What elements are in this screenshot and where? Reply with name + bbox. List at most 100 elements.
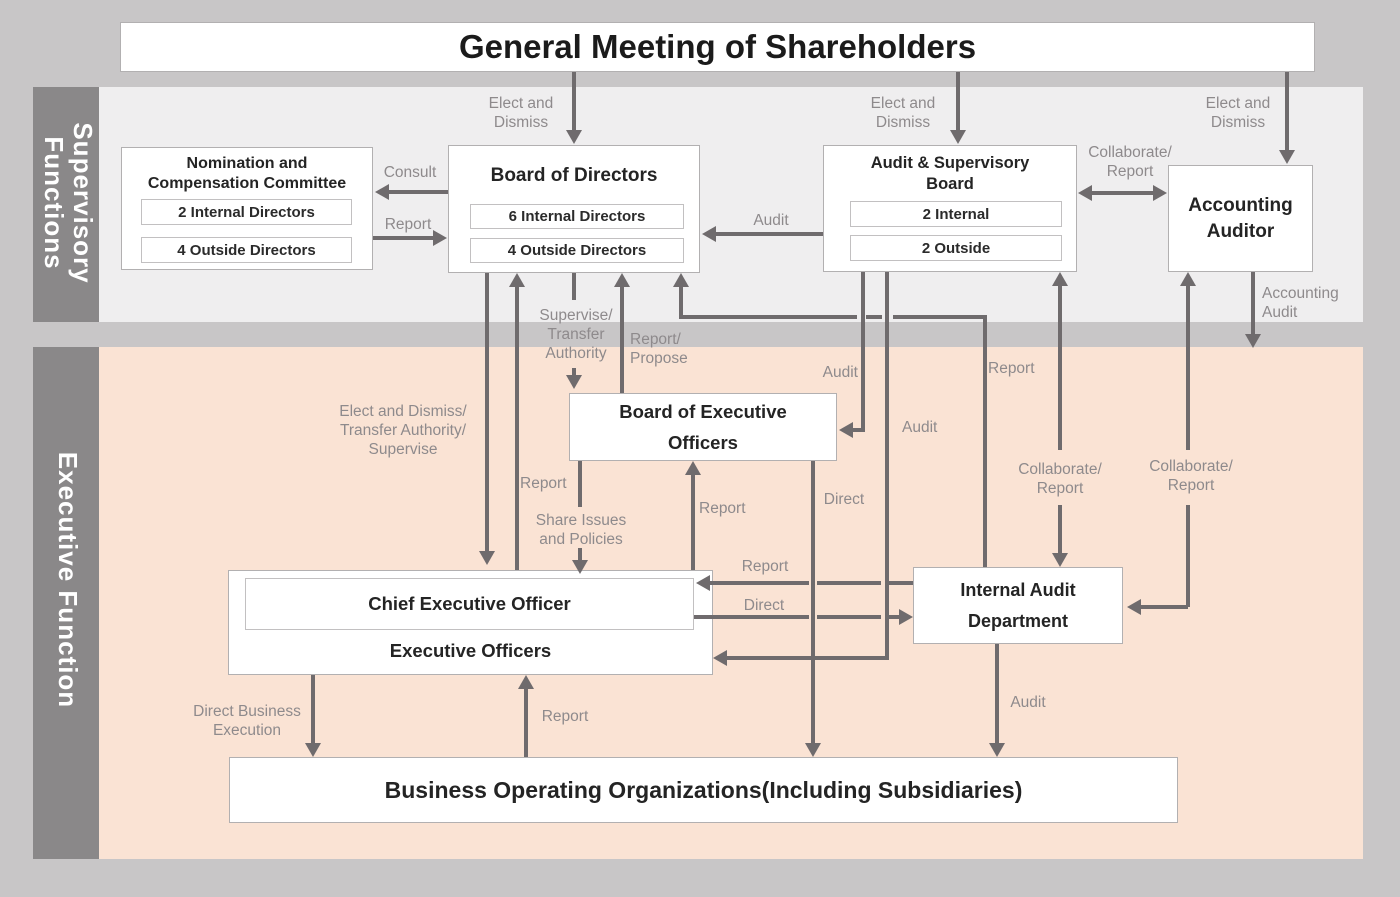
arrow-gms-asb-head-icon [950,130,966,144]
label-elect-dismiss-bod: Elect and Dismiss [488,95,554,131]
board-of-executive-officers-title: Board of Executive Officers [619,400,787,453]
bod-outside-directors: 4 Outside Directors [470,238,684,263]
arrow-report-nomination-head-icon [433,230,447,246]
arrow-supervise-head-icon [566,375,582,389]
label-elect-dismiss-aa: Elect and Dismiss [1205,95,1271,131]
label-consult: Consult [383,164,437,181]
arrow-audit-asb-eo-head-icon [713,650,727,666]
asb-outside: 2 Outside [850,235,1062,261]
audit-supervisory-board-title: Audit & Supervisory Board [870,154,1030,193]
supervisory-band [33,87,99,322]
arrow-accounting-audit-line [1251,272,1255,334]
arrow-direct-ceo-iad-line3 [889,615,899,619]
arrow-audit-asb-eo-line2 [727,656,885,660]
label-collab-aa-iad: Collaborate/ Report [1149,458,1233,494]
arrow-audit-asb-boeo-line1 [861,272,865,432]
arrow-collab-asb-iad-line1 [1058,286,1062,450]
bod-internal-directors: 6 Internal Directors [470,204,684,229]
label-direct-ceo-iad: Direct [743,597,785,614]
arrow-audit-asb-boeo-line2 [853,428,863,432]
arrow-report-boo-eo-head-icon [518,675,534,689]
executive-band-label: Executive Function [53,451,83,709]
arrow-report-iad-ceo-line2 [817,581,881,585]
arrow-elect-transfer-line [485,273,489,551]
arrow-report-propose-head-icon [614,273,630,287]
arrow-accounting-audit-head-icon [1245,334,1261,348]
arrow-collab-asb-aa-right-head-icon [1153,185,1167,201]
arrow-report-iad-bod-line2 [679,315,857,319]
arrow-direct-business-head-icon [305,743,321,757]
arrow-audit-iad-boo-head-icon [989,743,1005,757]
arrow-audit-asb-eo-line1 [885,272,889,660]
asb-internal: 2 Internal [850,201,1062,227]
ceo-box: Chief Executive Officer [245,578,694,630]
label-report-nomination: Report [384,216,432,233]
arrow-direct-boeo-boo-head-icon [805,743,821,757]
arrow-gms-asb-line [956,72,960,130]
arrow-audit-iad-boo-line [995,644,999,743]
arrow-report-iad-bod-line5 [983,315,987,567]
executive-officers-title: Executive Officers [389,640,552,661]
arrow-gms-aa-head-icon [1279,150,1295,164]
arrow-audit-asb-bod-head-icon [702,226,716,242]
label-elect-dismiss-asb: Elect and Dismiss [870,95,936,131]
label-audit-asb-boeo: Audit [822,364,858,381]
label-report-boo-eo: Report [541,708,589,725]
label-direct-boeo-boo: Direct [823,491,865,508]
arrow-share-issues-line1 [578,461,582,507]
arrow-collab-aa-iad-line2 [1186,505,1190,607]
arrow-collab-aa-iad-line3 [1141,605,1188,609]
arrow-consult-head-icon [375,184,389,200]
label-collab-asb-iad: Collaborate/ Report [1018,461,1102,497]
accounting-auditor-box: Accounting Auditor [1168,165,1313,272]
arrow-collab-asb-aa-left-head-icon [1078,185,1092,201]
label-report-propose: Report/ Propose [630,331,688,367]
label-audit-iad-boo: Audit [1010,694,1046,711]
arrow-report-iad-bod-line1 [679,287,683,317]
arrow-share-issues-head-icon [572,560,588,574]
label-supervise-transfer: Supervise/ Transfer Authority [539,307,613,362]
arrow-report-nomination-line [373,236,433,240]
arrow-report-iad-ceo-line3 [889,581,913,585]
arrow-gms-bod-line [572,72,576,130]
arrow-report-iad-bod-line4 [893,315,987,319]
business-operating-box: Business Operating Organizations(Includi… [229,757,1178,823]
nomination-outside-directors: 4 Outside Directors [141,237,352,263]
arrow-audit-asb-boeo-head-icon [839,422,853,438]
arrow-report-eo-bod-head-icon [509,273,525,287]
arrow-collab-asb-iad-down-head-icon [1052,553,1068,567]
arrow-report-iad-bod-line3 [866,315,882,319]
label-report-iad-ceo: Report [741,558,789,575]
accounting-auditor-title: Accounting Auditor [1188,194,1293,242]
label-direct-business-execution: Direct Business Execution [193,703,301,739]
arrow-gms-bod-head-icon [566,130,582,144]
arrow-report-iad-ceo-head-icon [696,575,710,591]
label-collab-asb-aa: Collaborate/ Report [1088,144,1172,180]
business-operating-title: Business Operating Organizations(Includi… [384,776,1023,803]
label-elect-dismiss-transfer: Elect and Dismiss/ Transfer Authority/ S… [339,403,467,458]
arrow-collab-asb-aa-line [1092,191,1153,195]
executive-band [33,347,99,859]
label-report-eo-bod: Report [520,475,567,492]
arrow-share-issues-line2 [578,548,582,560]
general-meeting-box: General Meeting of Shareholders [120,22,1315,72]
board-of-executive-officers-box: Board of Executive Officers [569,393,837,461]
arrow-direct-ceo-iad-line1 [694,615,809,619]
internal-audit-department-box: Internal Audit Department [913,567,1123,644]
arrow-collab-asb-iad-up-head-icon [1052,272,1068,286]
arrow-gms-aa-line [1285,72,1289,150]
arrow-direct-boeo-boo-line [811,461,815,743]
label-audit-asb-eo: Audit [902,419,938,436]
general-meeting-title: General Meeting of Shareholders [458,28,977,65]
label-report-iad-bod: Report [988,360,1035,377]
internal-audit-department-title: Internal Audit Department [960,579,1076,631]
arrow-report-propose-line [620,287,624,393]
arrow-report-iad-bod-head-icon [673,273,689,287]
ceo-title: Chief Executive Officer [368,593,571,614]
arrow-collab-aa-iad-line1 [1186,286,1190,450]
arrow-direct-ceo-iad-line2 [817,615,881,619]
arrow-report-eo-boeo-head-icon [685,461,701,475]
supervisory-band-label: Supervisory Functions [38,122,98,284]
label-audit-asb-bod: Audit [753,212,789,229]
